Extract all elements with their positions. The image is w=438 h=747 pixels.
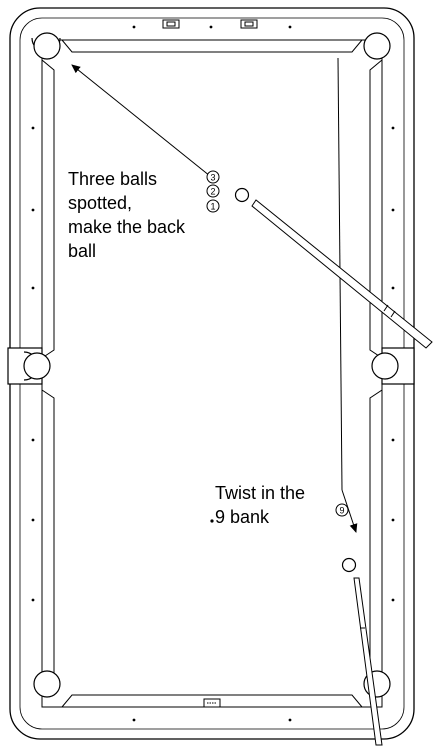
cue-stick-upper: [251, 199, 433, 349]
shot-line-three-ball: [71, 64, 211, 177]
annotation-line: make the back: [68, 217, 186, 237]
svg-text:2: 2: [210, 187, 215, 197]
svg-text:1: 1: [210, 202, 215, 212]
pocket-bottom-left: [33, 670, 61, 698]
pocket-middle-right: [371, 347, 415, 385]
pockets: [7, 32, 415, 698]
annotation-line: ball: [68, 241, 97, 261]
playing-surface: [41, 39, 383, 708]
ball-9: 9: [335, 503, 349, 517]
rail-plates: [162, 19, 258, 708]
pocket-top-right: [363, 32, 391, 60]
pocket-middle-left: [7, 347, 51, 385]
annotation-twist: Twist in the 9 bank: [215, 481, 305, 529]
bank-line-return: [341, 489, 358, 533]
cue-ball-lower: [341, 557, 357, 573]
ball-2: 2: [206, 184, 220, 198]
ball-1: 1: [206, 199, 220, 213]
annotation-line: 9 bank: [215, 507, 270, 527]
annotation-line: Three balls: [68, 169, 158, 189]
svg-text:9: 9: [339, 506, 344, 516]
annotation-three-balls: Three balls spotted, make the back ball: [68, 167, 185, 263]
cue-ball-upper: [234, 187, 250, 203]
svg-text:3: 3: [210, 173, 215, 183]
pocket-top-left: [31, 32, 61, 60]
spot-dot: [210, 519, 214, 523]
diamonds: [31, 25, 395, 722]
ball-3: 3: [206, 170, 220, 184]
cue-stick-lower: [353, 577, 383, 746]
annotation-line: Twist in the: [215, 483, 306, 503]
annotation-line: spotted,: [68, 193, 133, 213]
